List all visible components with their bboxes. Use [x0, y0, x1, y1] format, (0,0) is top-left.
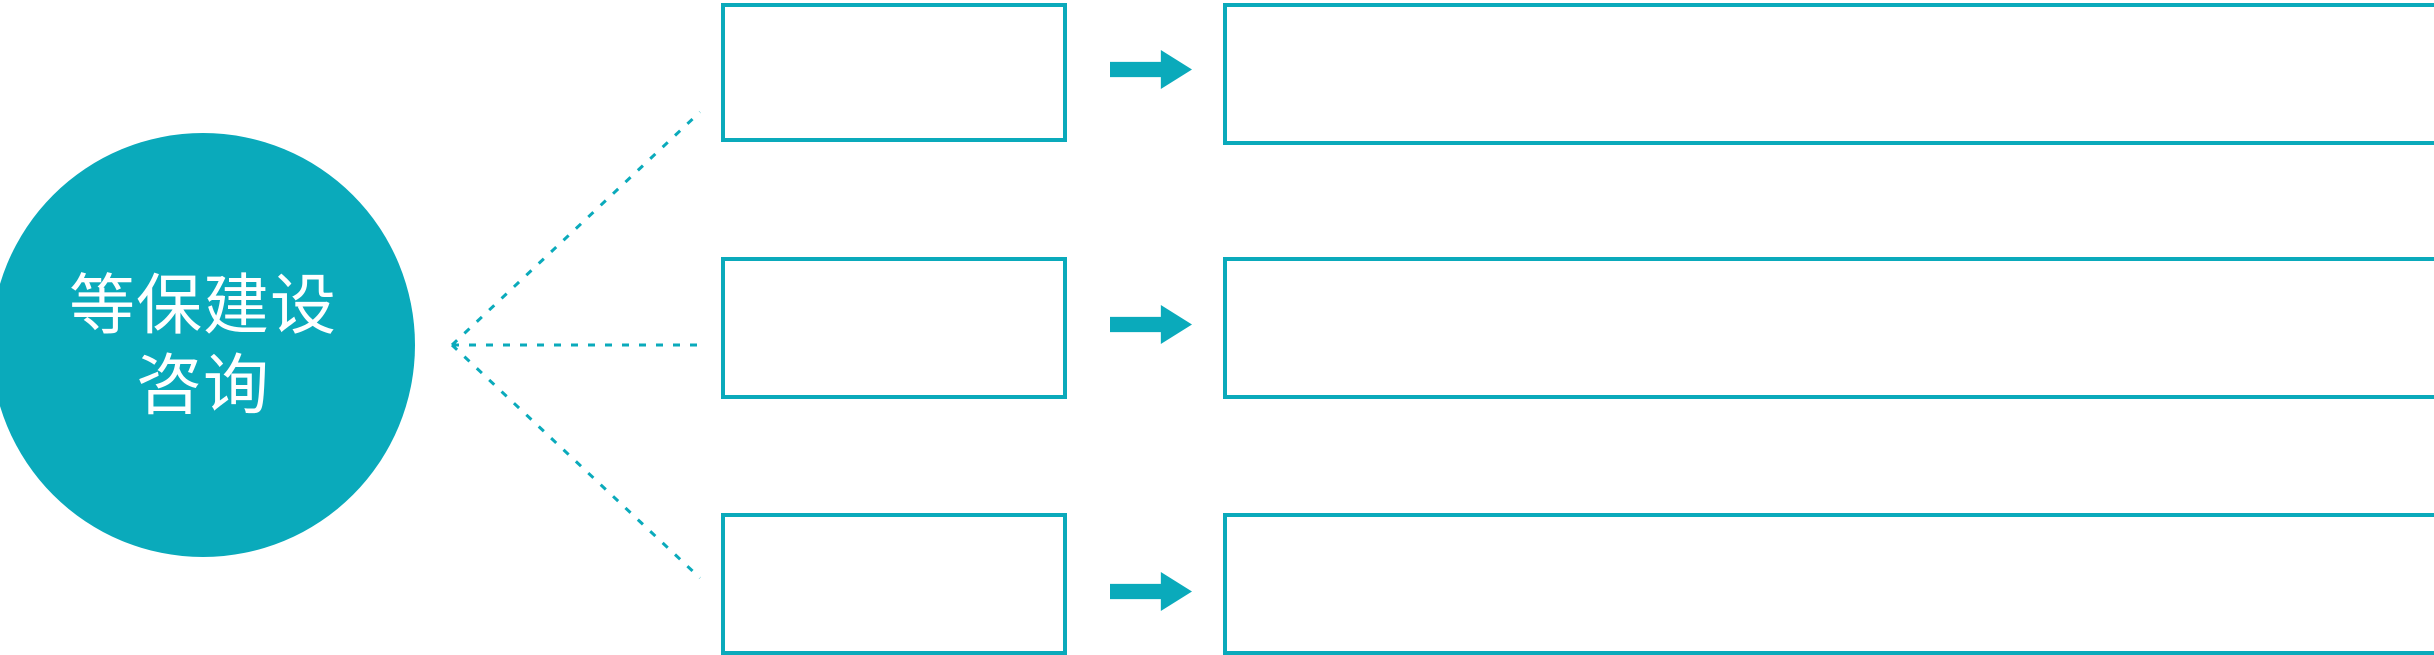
small-box-1[interactable]: [721, 3, 1067, 142]
right-arrow-icon-3: [1110, 572, 1192, 611]
right-arrow-icon-2: [1110, 305, 1192, 344]
hub-circle[interactable]: 等保建设 咨询: [0, 133, 415, 557]
large-box-3[interactable]: [1223, 513, 2434, 655]
small-box-3[interactable]: [721, 513, 1067, 655]
arrow-shape: [1110, 50, 1192, 89]
large_box-text: [1227, 261, 2434, 281]
large_box-text: [1227, 517, 2434, 537]
right-arrow-icon-1: [1110, 50, 1192, 89]
arrow-shape: [1110, 305, 1192, 344]
hub-label: 等保建设 咨询: [69, 268, 337, 422]
large-box-1[interactable]: [1223, 3, 2434, 145]
small_box-text: [725, 261, 1063, 281]
small_box-text: [725, 517, 1063, 537]
large-box-2[interactable]: [1223, 257, 2434, 399]
small-box-2[interactable]: [721, 257, 1067, 399]
large_box-text: [1227, 7, 2434, 27]
small_box-text: [725, 7, 1063, 27]
arrow-shape: [1110, 572, 1192, 611]
